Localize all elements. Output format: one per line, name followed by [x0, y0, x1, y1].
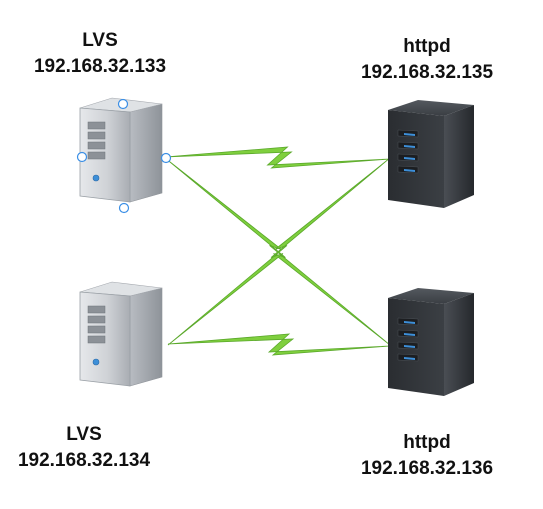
node-role: httpd: [403, 432, 451, 453]
node-label-httpd-1: httpd 192.168.32.135: [345, 34, 509, 86]
node-ip: 192.168.32.136: [360, 458, 494, 479]
node-label-httpd-2: httpd 192.168.32.136: [345, 430, 509, 482]
server-httpd-1[interactable]: [388, 100, 474, 208]
selection-handle[interactable]: [76, 151, 88, 163]
node-label-lvs-1: LVS 192.168.32.133: [18, 28, 182, 80]
node-ip: 192.168.32.135: [360, 62, 494, 83]
node-label-lvs-2: LVS 192.168.32.134: [2, 422, 166, 474]
node-role: LVS: [82, 30, 118, 51]
link-lvs-1-httpd-1[interactable]: [164, 146, 391, 169]
selection-handle[interactable]: [118, 202, 130, 214]
node-role: LVS: [66, 424, 102, 445]
link-lvs-2-httpd-2[interactable]: [167, 333, 391, 356]
server-lvs-2[interactable]: [79, 281, 163, 387]
node-role: httpd: [403, 36, 451, 57]
node-ip: 192.168.32.133: [33, 56, 167, 77]
server-lvs-1[interactable]: [79, 97, 163, 203]
node-ip: 192.168.32.134: [17, 450, 151, 471]
selection-handle[interactable]: [117, 98, 129, 110]
selection-handle[interactable]: [160, 152, 172, 164]
server-httpd-2[interactable]: [388, 288, 474, 396]
